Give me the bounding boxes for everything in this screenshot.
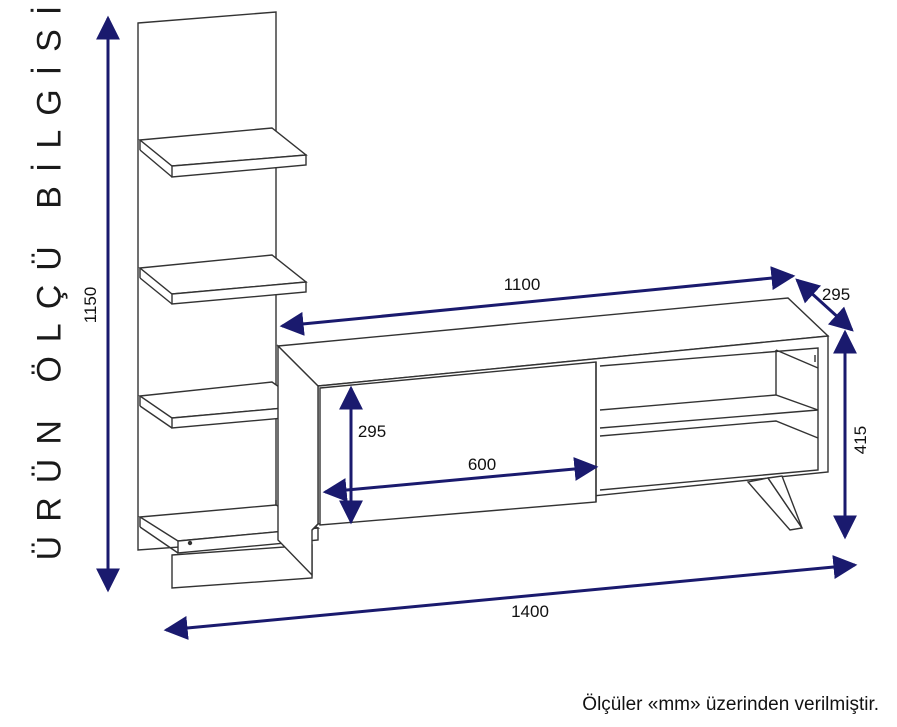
label-cabinet-width: 1100 [504,275,541,294]
dimension-arrows [96,15,858,640]
label-door-height: 295 [358,422,386,441]
cabinet-side [277,344,319,577]
units-footnote: Ölçüler «mm» üzerinden verilmiştir. [582,694,879,715]
arrow-cabinet-depth [795,278,854,332]
page-title: ÜRÜN ÖLÇÜ BİLGİSİ [30,0,69,561]
cabinet-door [319,361,597,526]
label-door-width: 600 [468,455,496,474]
label-total-width: 1400 [511,602,549,621]
arrow-cabinet-width [279,266,796,336]
label-cabinet-depth: 295 [822,285,850,304]
arrow-total-width [163,555,858,640]
label-total-height: 1150 [81,287,100,324]
label-cabinet-height: 415 [851,426,870,454]
arrow-door-width [322,457,599,502]
